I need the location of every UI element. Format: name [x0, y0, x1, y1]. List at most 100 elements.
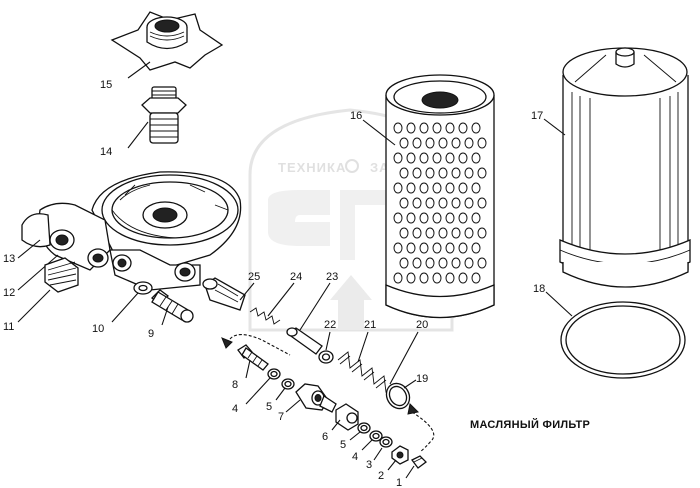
perforation-hole: [471, 212, 481, 224]
perforation-hole: [458, 212, 468, 224]
part-21-spring: [337, 351, 397, 393]
part-5-washer-right: [357, 422, 371, 434]
part-10-washer: [133, 281, 153, 295]
perforation-hole: [451, 227, 461, 239]
perforation-hole: [445, 152, 455, 164]
perforation-hole: [425, 167, 435, 179]
arrow-icon: [407, 402, 420, 415]
perforation-hole: [432, 272, 442, 284]
perforation-hole: [406, 152, 416, 164]
part-7-fitting: [295, 383, 337, 413]
perforation-hole: [432, 182, 442, 194]
part-24-spring: [249, 307, 281, 325]
callout-10: 10: [92, 323, 104, 335]
perforation-hole: [412, 167, 422, 179]
perforation-hole: [464, 227, 474, 239]
perforation-hole: [458, 242, 468, 254]
callout-23: 23: [326, 271, 338, 283]
assembly-path-left: [225, 334, 291, 356]
perforation-hole: [451, 197, 461, 209]
arrow-icon: [221, 337, 233, 349]
perforation-hole: [425, 257, 435, 269]
callout-2: 2: [378, 470, 384, 482]
perforation-hole: [458, 122, 468, 134]
perforation-hole: [445, 212, 455, 224]
perforation-hole: [399, 197, 409, 209]
perforation-hole: [477, 197, 487, 209]
perforation-hole: [438, 197, 448, 209]
perforation-hole: [471, 242, 481, 254]
perforation-hole: [432, 152, 442, 164]
perforation-hole: [471, 272, 481, 284]
perforation-hole: [471, 152, 481, 164]
callout-5-right: 5: [340, 439, 346, 451]
perforation-hole: [419, 152, 429, 164]
perforation-hole: [399, 257, 409, 269]
perforation-hole: [451, 137, 461, 149]
watermark-letter-e: [268, 190, 330, 246]
part-1-screw: [411, 455, 427, 469]
perforation-hole: [412, 197, 422, 209]
perforation-hole: [393, 122, 403, 134]
perforation-hole: [406, 122, 416, 134]
perforation-hole: [406, 272, 416, 284]
part-17-canister: [559, 47, 691, 288]
callout-4-left: 4: [232, 403, 238, 415]
part-housing-body: [21, 171, 242, 291]
part-8-bolt: [237, 344, 269, 371]
perforation-hole: [464, 197, 474, 209]
perforation-hole: [412, 137, 422, 149]
perforation-hole: [438, 227, 448, 239]
callout-15: 15: [100, 79, 112, 91]
part-6-sleeve: [335, 403, 359, 431]
perforation-hole: [425, 227, 435, 239]
part-16-filter-element: [385, 74, 495, 319]
perforation-hole: [477, 137, 487, 149]
perforation-hole: [432, 122, 442, 134]
part-9-bolt: [151, 289, 194, 323]
perforation-hole: [458, 272, 468, 284]
gear-icon: [345, 159, 359, 173]
perforation-hole: [458, 152, 468, 164]
perforation-hole: [412, 227, 422, 239]
perforation-hole: [432, 212, 442, 224]
diagram-title: МАСЛЯНЫЙ ФИЛЬТР: [470, 418, 590, 431]
perforation-hole: [399, 167, 409, 179]
part-25-valve-housing: [202, 277, 246, 311]
callout-6: 6: [322, 431, 328, 443]
perforation-hole: [477, 257, 487, 269]
callout-18: 18: [533, 283, 545, 295]
perforation-hole: [464, 167, 474, 179]
part-18-seal-ring: [560, 301, 686, 379]
callout-16: 16: [350, 110, 362, 122]
perforation-hole: [406, 212, 416, 224]
perforation-hole: [451, 257, 461, 269]
callout-13: 13: [3, 253, 15, 265]
watermark-tree: [330, 275, 372, 330]
callout-22: 22: [324, 319, 336, 331]
perforation-hole: [425, 137, 435, 149]
callout-5-left: 5: [266, 401, 272, 413]
callout-9: 9: [148, 328, 154, 340]
perforation-hole: [419, 122, 429, 134]
callout-21: 21: [364, 319, 376, 331]
part-22-ring: [318, 350, 334, 364]
perforation-hole: [419, 182, 429, 194]
part-23-plunger: [286, 327, 323, 355]
perforation-hole: [471, 122, 481, 134]
callout-19: 19: [416, 373, 428, 385]
perforation-hole: [393, 182, 403, 194]
perforation-hole: [393, 212, 403, 224]
part-11-plug: [44, 257, 79, 293]
perforation-hole: [445, 242, 455, 254]
perforation-hole: [438, 137, 448, 149]
callout-11: 11: [3, 321, 14, 333]
perforation-hole: [393, 242, 403, 254]
watermark-letter-p: [340, 190, 400, 260]
part-4-washer-right: [369, 430, 383, 442]
part-5-washer-left: [281, 378, 295, 390]
callout-14: 14: [100, 146, 112, 158]
perforation-hole: [425, 197, 435, 209]
